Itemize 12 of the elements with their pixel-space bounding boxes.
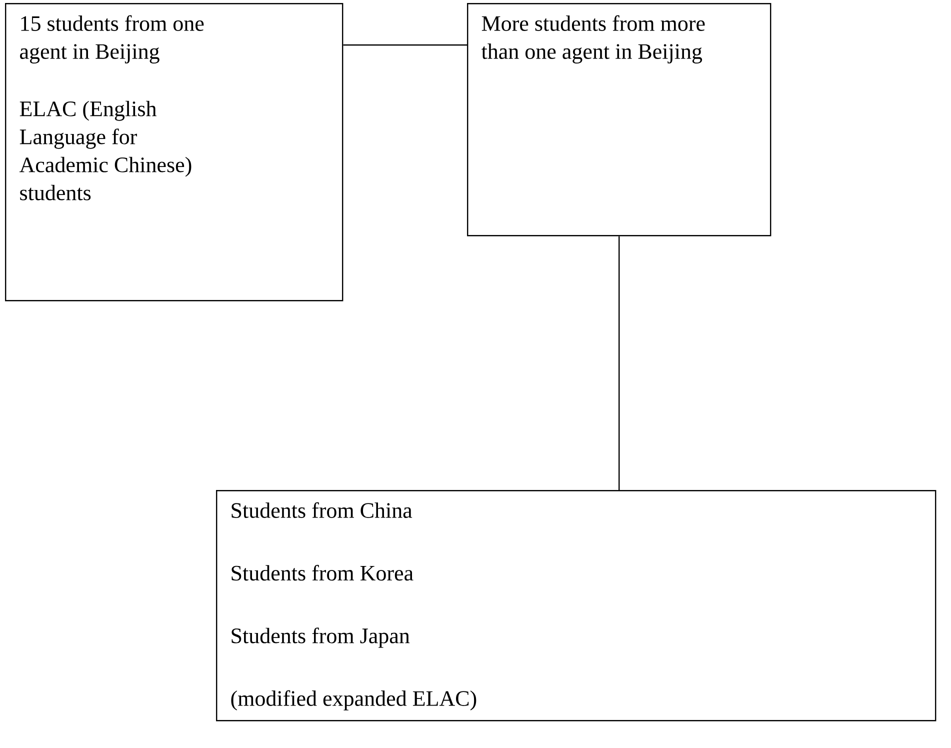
node-text: Students from Korea	[232, 564, 414, 581]
text-box	[467, 3, 772, 236]
node-text: (modified expanded ELAC)	[231, 690, 476, 710]
connector-line	[343, 44, 467, 46]
node-text: 15 students from one agent in Beijing	[20, 15, 204, 64]
node-text: Students from China	[232, 502, 412, 518]
text-box	[216, 490, 936, 722]
text-box	[5, 3, 344, 302]
node-text: ELAC (English Language for Academic Chinese) students	[19, 100, 192, 200]
node-text: Students from Japan	[232, 628, 410, 648]
node-text: More students from more than one agent in Beijing	[481, 15, 705, 64]
connector-line	[618, 236, 620, 490]
